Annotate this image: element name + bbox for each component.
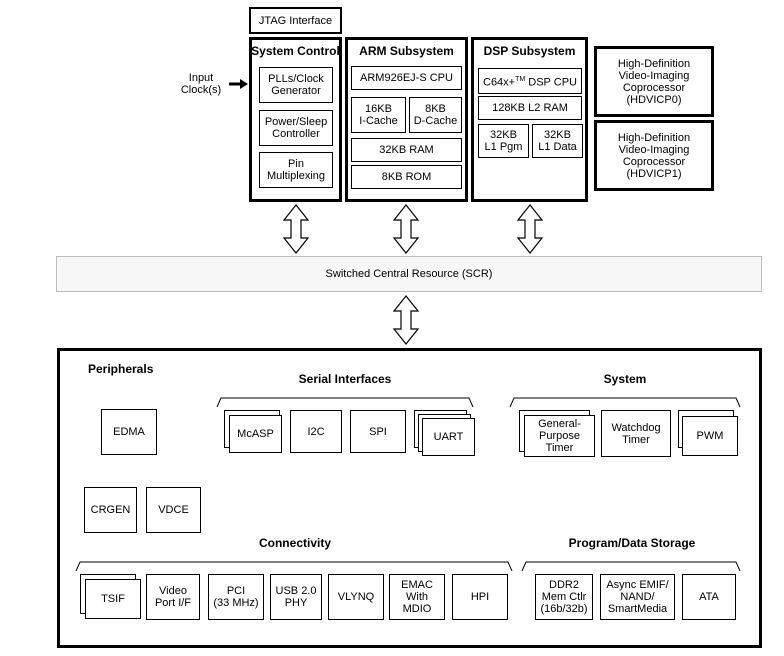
input-clock-label: Input Clock(s) (180, 72, 222, 96)
arm-icache: 16KB I-Cache (351, 97, 406, 133)
dsp-scr-arrow (517, 204, 543, 254)
switched-central-resource: Switched Central Resource (SCR) (56, 256, 762, 292)
storage-bracket (521, 561, 741, 572)
arm-ram: 32KB RAM (351, 138, 462, 162)
jtag-interface-label: JTAG Interface (258, 14, 333, 27)
pin-multiplexing: Pin Multiplexing (259, 152, 333, 188)
serial-interfaces-bracket (216, 397, 474, 408)
i2c-block: I2C (290, 410, 342, 453)
jtag-interface: JTAG Interface (249, 7, 342, 34)
ddr2-mem-controller: DDR2 Mem Ctlr (16b/32b) (535, 574, 593, 620)
peripherals-title: Peripherals (88, 362, 154, 376)
emac-mdio-block: EMAC With MDIO (389, 574, 445, 620)
system-bracket (509, 397, 741, 408)
ata-block: ATA (682, 574, 736, 620)
arm-scr-arrow (393, 204, 419, 254)
watchdog-timer: Watchdog Timer (601, 410, 671, 457)
pci-block: PCI (33 MHz) (208, 574, 264, 620)
mcasp-block: McASP (229, 415, 282, 453)
hdvicp0-block: High-Definition Video-Imaging Coprocesso… (594, 46, 714, 117)
vdce-block: VDCE (146, 487, 201, 533)
tsif-block: TSIF (85, 579, 141, 619)
system-title: System (603, 372, 647, 386)
async-emif-nand: Async EMIF/ NAND/ SmartMedia (600, 574, 675, 620)
plls-clock-generator: PLLs/Clock Generator (259, 67, 333, 103)
hpi-block: HPI (452, 574, 508, 620)
dsp-l2-ram: 128KB L2 RAM (478, 96, 582, 120)
uart-block: UART (422, 418, 475, 456)
storage-title: Program/Data Storage (568, 536, 696, 550)
hdvicp1-block: High-Definition Video-Imaging Coprocesso… (594, 120, 714, 191)
usb-phy-block: USB 2.0 PHY (270, 574, 322, 620)
crgen-block: CRGEN (84, 487, 137, 533)
scr-peripherals-arrow (393, 295, 419, 345)
vlynq-block: VLYNQ (328, 574, 384, 620)
input-clock-arrow (229, 79, 248, 89)
dsp-subsystem-title: DSP Subsystem (483, 44, 576, 58)
arm926-cpu: ARM926EJ-S CPU (351, 66, 462, 90)
power-sleep-controller: Power/Sleep Controller (259, 110, 333, 146)
connectivity-title: Connectivity (258, 536, 331, 550)
dsp-l1-data: 32KB L1 Data (532, 124, 583, 158)
arm-subsystem-title: ARM Subsystem (359, 44, 454, 58)
arm-rom: 8KB ROM (351, 165, 462, 189)
dsp-l1-program: 32KB L1 Pgm (478, 124, 529, 158)
video-port-if: Video Port I/F (146, 574, 200, 620)
edma-block: EDMA (101, 409, 157, 455)
c64x-dsp-cpu: C64x+TM DSP CPU (478, 68, 582, 94)
pwm-block: PWM (682, 416, 738, 456)
serial-interfaces-title: Serial Interfaces (298, 372, 392, 386)
spi-block: SPI (350, 410, 406, 453)
system-control-title: System Control (251, 44, 340, 58)
arm-dcache: 8KB D-Cache (409, 97, 462, 133)
general-purpose-timer: General- Purpose Timer (524, 415, 595, 457)
connectivity-bracket (75, 561, 513, 572)
system-control-scr-arrow (283, 204, 309, 254)
